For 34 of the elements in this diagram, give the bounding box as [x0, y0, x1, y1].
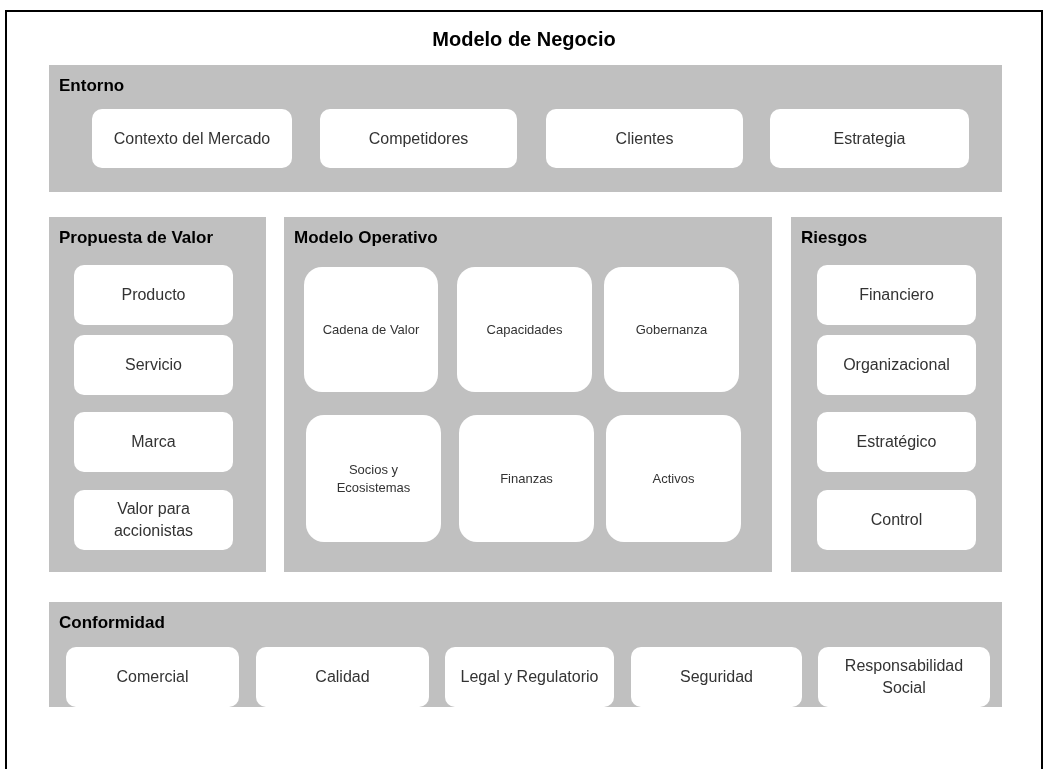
item-card: Comercial: [66, 647, 239, 707]
item-card: Capacidades: [457, 267, 592, 392]
diagram-title: Modelo de Negocio: [431, 27, 617, 52]
item-card: Contexto del Mercado: [92, 109, 292, 168]
item-card: Competidores: [320, 109, 517, 168]
item-card: Producto: [74, 265, 233, 325]
item-card: Socios y Ecosistemas: [306, 415, 441, 542]
item-card: Servicio: [74, 335, 233, 395]
item-card: Organizacional: [817, 335, 976, 395]
item-card: Estratégico: [817, 412, 976, 472]
group-panel: [49, 602, 1002, 707]
item-card: Marca: [74, 412, 233, 472]
group-panel: [791, 217, 1002, 572]
group-panel: [49, 217, 266, 572]
item-card: Gobernanza: [604, 267, 739, 392]
item-card: Activos: [606, 415, 741, 542]
panel-heading: Riesgos: [801, 227, 868, 249]
item-card: Cadena de Valor: [304, 267, 438, 392]
item-card: Financiero: [817, 265, 976, 325]
group-panel: [284, 217, 772, 572]
item-card: Control: [817, 490, 976, 550]
item-card: Legal y Regulatorio: [445, 647, 614, 707]
group-panel: [49, 65, 1002, 192]
item-card: Estrategia: [770, 109, 969, 168]
item-card: Valor para accionistas: [74, 490, 233, 550]
item-card: Seguridad: [631, 647, 802, 707]
item-card: Clientes: [546, 109, 743, 168]
panel-heading: Conformidad: [59, 612, 165, 634]
panel-heading: Modelo Operativo: [294, 227, 438, 249]
panel-heading: Entorno: [59, 75, 125, 97]
item-card: Finanzas: [459, 415, 594, 542]
item-card: Calidad: [256, 647, 429, 707]
panel-heading: Propuesta de Valor: [59, 227, 213, 249]
item-card: Responsabilidad Social: [818, 647, 990, 707]
